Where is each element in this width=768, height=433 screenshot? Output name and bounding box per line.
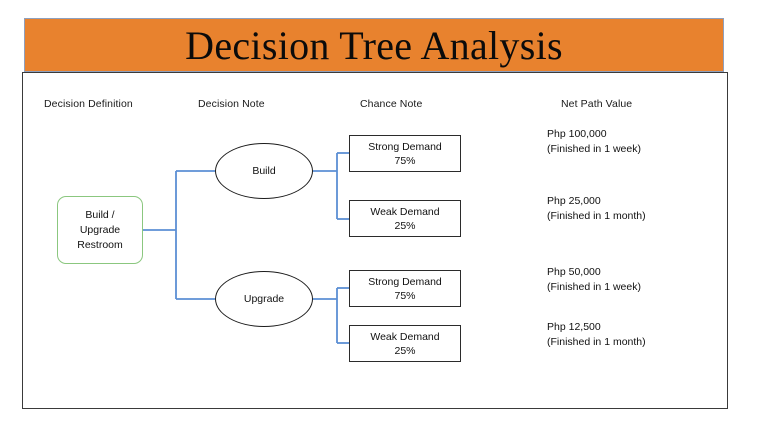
net-path-value-amount: Php 12,500 [547, 321, 601, 333]
root-node-label: Build / Upgrade Restroom [77, 208, 123, 251]
decision-node-upgrade[interactable]: Upgrade [215, 271, 313, 327]
root-decision-node[interactable]: Build / Upgrade Restroom [57, 196, 143, 264]
chance-node-box[interactable]: Strong Demand 75% [349, 270, 461, 307]
chance-node-box[interactable]: Strong Demand 75% [349, 135, 461, 172]
chance-node-name: Weak Demand [370, 330, 440, 343]
net-path-value-note: (Finished in 1 month) [547, 210, 646, 222]
net-path-value-block: Php 50,000 (Finished in 1 week) [547, 265, 717, 295]
column-header-decision-definition: Decision Definition [44, 98, 133, 110]
column-header-chance-note: Chance Note [360, 98, 423, 110]
chance-node-name: Weak Demand [370, 205, 440, 218]
net-path-value-amount: Php 50,000 [547, 266, 601, 278]
net-path-value-amount: Php 25,000 [547, 195, 601, 207]
net-path-value-block: Php 100,000 (Finished in 1 week) [547, 127, 717, 157]
net-path-value-note: (Finished in 1 month) [547, 336, 646, 348]
net-path-value-block: Php 12,500 (Finished in 1 month) [547, 320, 717, 350]
chance-node-box[interactable]: Weak Demand 25% [349, 200, 461, 237]
page-title: Decision Tree Analysis [185, 23, 563, 68]
chance-node-probability: 25% [394, 344, 416, 357]
chance-node-name: Strong Demand [368, 140, 442, 153]
decision-node-upgrade-label: Upgrade [243, 293, 285, 305]
net-path-value-note: (Finished in 1 week) [547, 281, 641, 293]
net-path-value-amount: Php 100,000 [547, 128, 607, 140]
column-header-decision-note: Decision Note [198, 98, 265, 110]
chance-node-box[interactable]: Weak Demand 25% [349, 325, 461, 362]
chance-node-probability: 25% [394, 219, 416, 232]
chance-node-probability: 75% [394, 154, 416, 167]
decision-node-build[interactable]: Build [215, 143, 313, 199]
decision-node-build-label: Build [252, 165, 276, 177]
chance-node-probability: 75% [394, 289, 416, 302]
net-path-value-block: Php 25,000 (Finished in 1 month) [547, 194, 717, 224]
column-header-net-path-value: Net Path Value [561, 98, 633, 110]
net-path-value-note: (Finished in 1 week) [547, 143, 641, 155]
title-banner: Decision Tree Analysis [24, 18, 724, 72]
chance-node-name: Strong Demand [368, 275, 442, 288]
